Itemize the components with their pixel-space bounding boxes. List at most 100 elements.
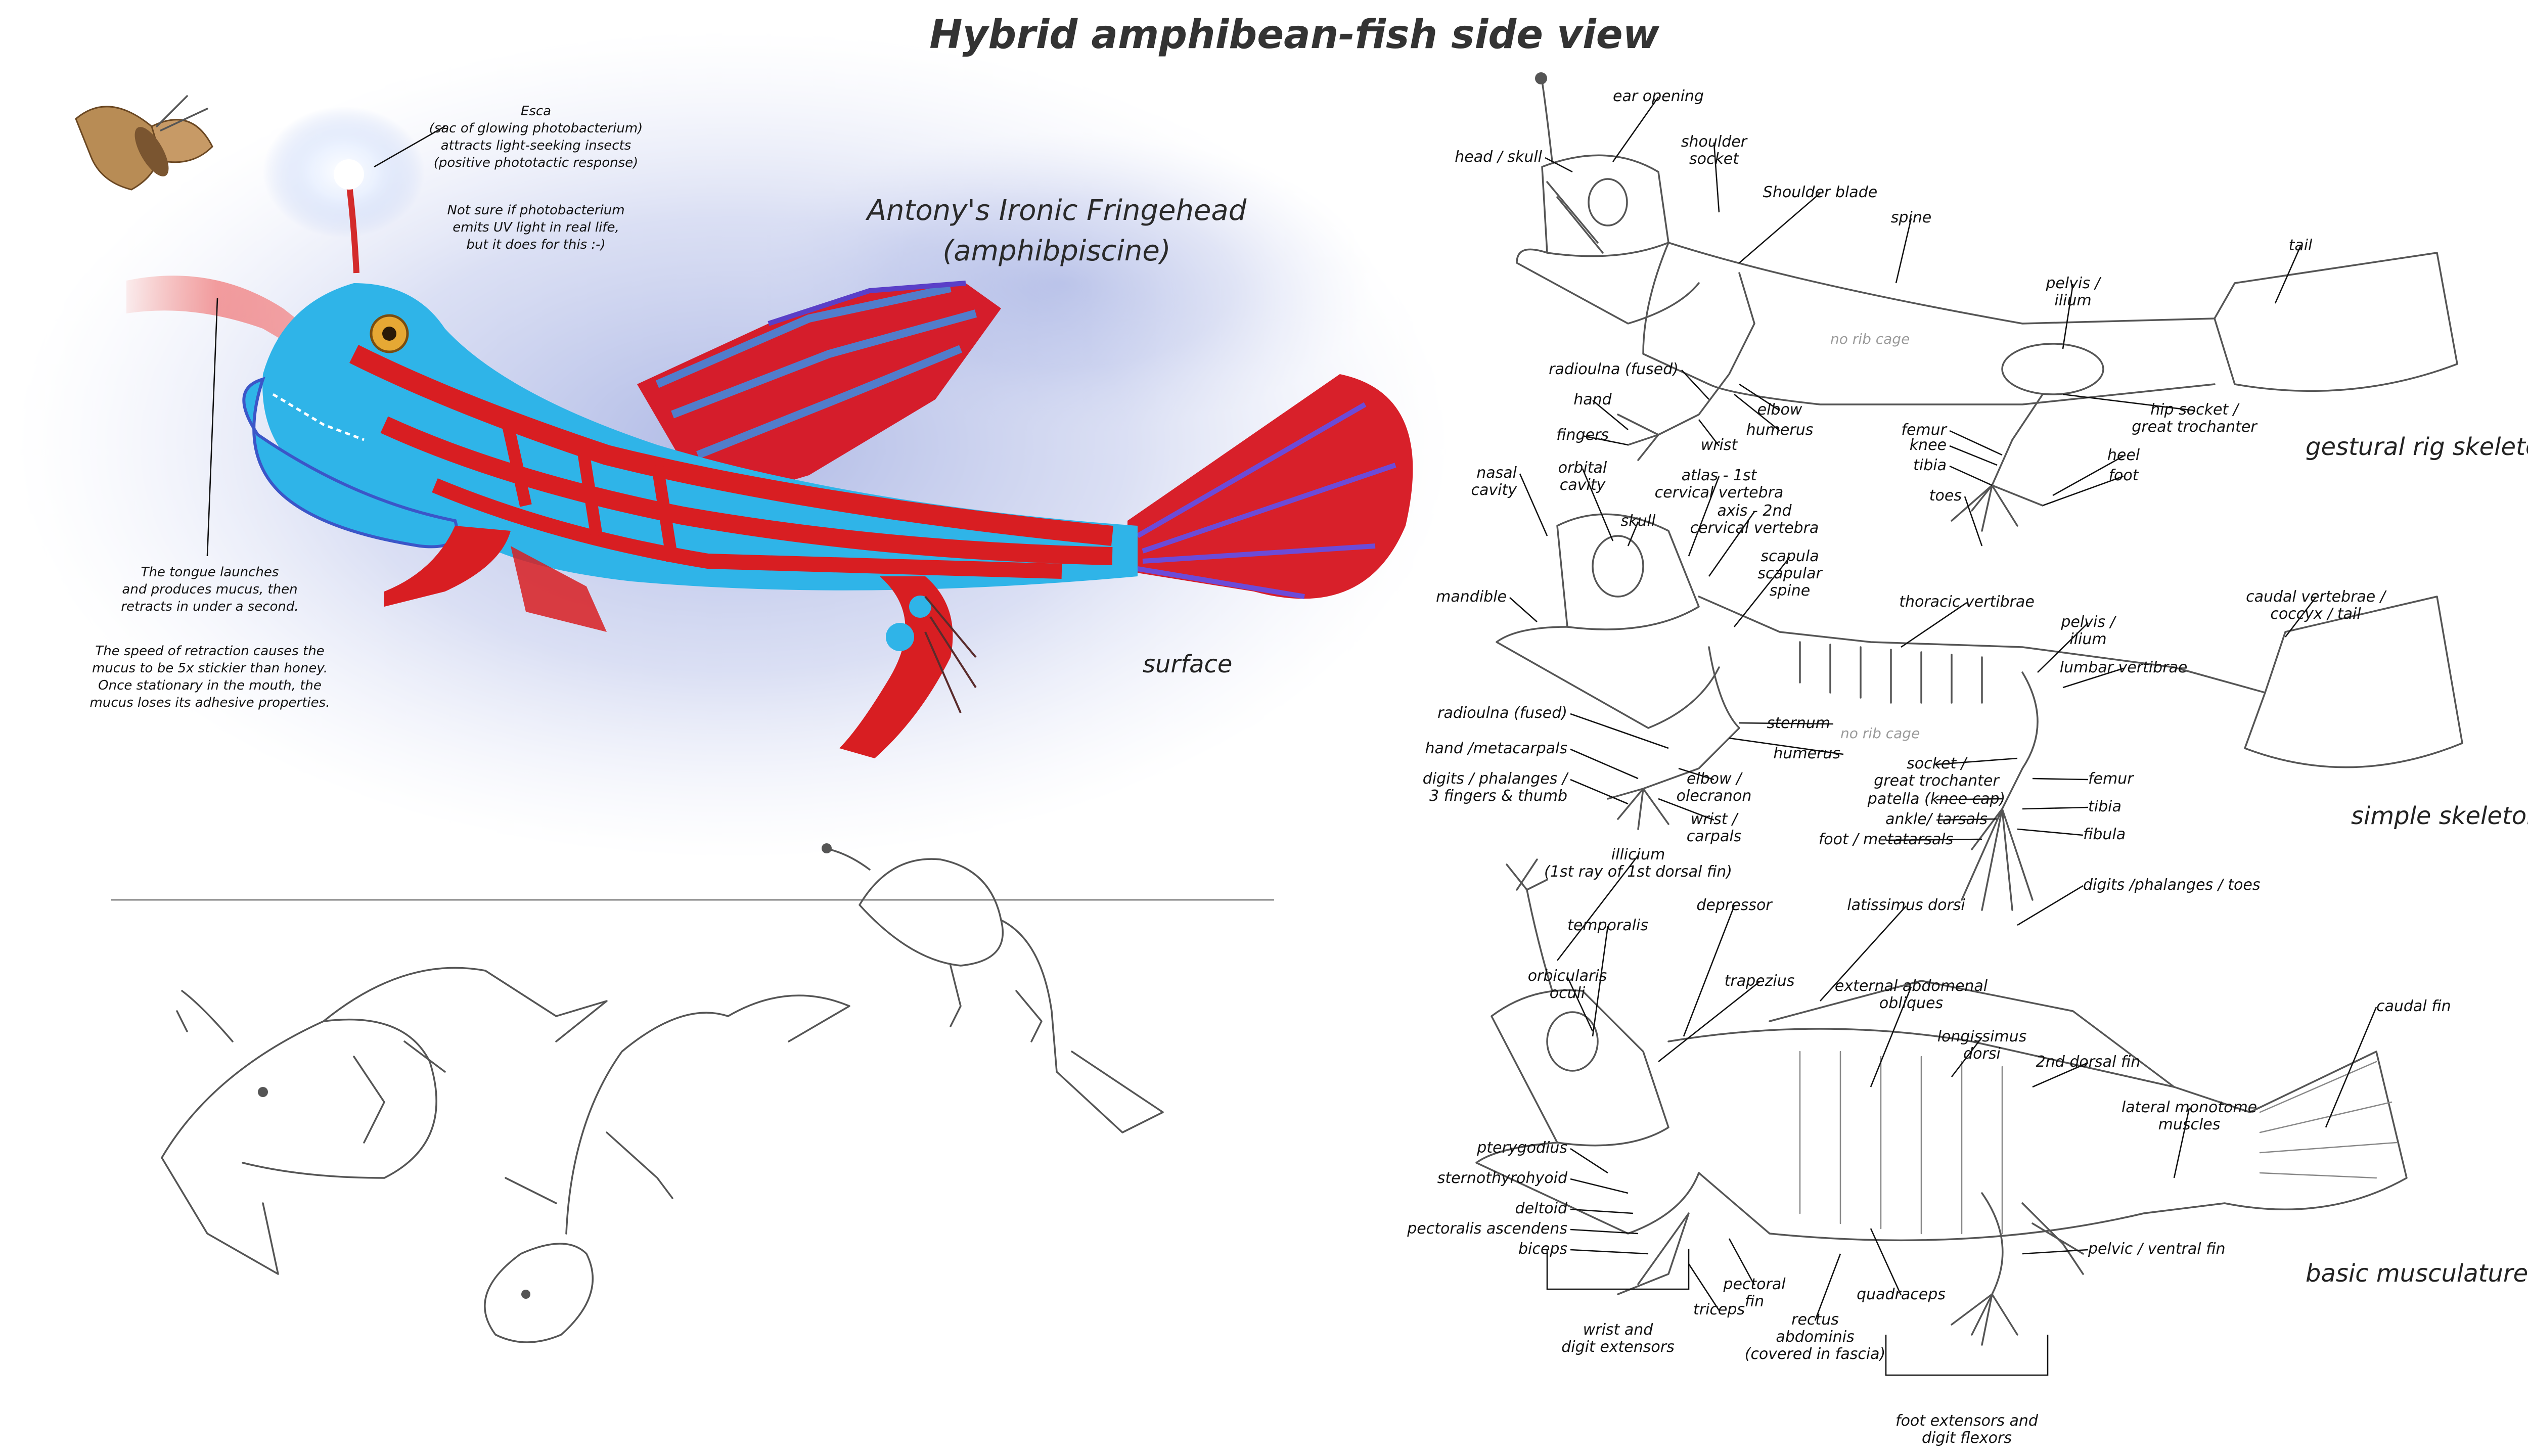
photobacterium-note: Not sure if photobacterium emits UV ligh… (447, 203, 624, 252)
tongue-note: The tongue launches and produces mucus, … (90, 565, 330, 710)
anatomy-label: digit extensors (1561, 1338, 1674, 1356)
anatomy-label: deltoid (1515, 1200, 1568, 1217)
anatomy-label: fibula (2083, 826, 2126, 843)
leader-line (1820, 905, 1907, 1002)
wrist-bracket (1546, 1249, 1690, 1290)
leader-line (1509, 597, 1538, 622)
svg-text:The speed of retraction causes: The speed of retraction causes the (95, 644, 324, 659)
anatomy-label: illicium (1611, 846, 1665, 863)
anatomy-label: wrist (1701, 436, 1738, 454)
svg-text:Not sure if photobacterium: Not sure if photobacterium (447, 203, 624, 218)
anatomy-label: toes (1929, 487, 1962, 505)
caudal-fin (1127, 374, 1413, 599)
anatomy-label: tail (2289, 237, 2313, 254)
anatomy-label: 2nd dorsal fin (2036, 1053, 2141, 1071)
leader-line (1739, 722, 1834, 725)
anatomy-label: triceps (1693, 1301, 1745, 1318)
leader-line (2032, 778, 2089, 781)
leader-line (1728, 1238, 1755, 1286)
anatomy-label: trapezius (1725, 972, 1795, 990)
simple-no-rib-cage: no rib cage (1840, 725, 1920, 742)
anatomy-label: cavity (1560, 476, 1606, 494)
leader-line (1729, 737, 1844, 755)
leader-line (1556, 855, 1639, 961)
leader-line (1570, 1148, 1608, 1174)
anatomy-label: socket / (1907, 755, 1968, 772)
anatomy-label: great trochanter (1874, 772, 2000, 790)
anatomy-label: caudal fin (2376, 997, 2451, 1015)
anatomy-label: great trochanter (2132, 418, 2258, 436)
leader-line (2325, 1007, 2377, 1128)
gestural-skeleton-drawing (1516, 72, 2458, 532)
anatomy-label: pectoralis ascendens (1407, 1220, 1567, 1238)
svg-text:retracts in under a second.: retracts in under a second. (121, 599, 298, 614)
anatomy-label: fin (1745, 1293, 1764, 1310)
anatomy-label: cavity (1471, 481, 1518, 499)
anatomy-label: scapula (1760, 548, 1819, 565)
svg-text:The tongue launches: The tongue launches (141, 565, 279, 580)
sketch-pose-1 (161, 967, 608, 1275)
anatomy-label: axis - 2nd (1717, 502, 1792, 520)
leader-line (1627, 521, 1639, 547)
leader-line (1612, 97, 1659, 162)
svg-text:Esca: Esca (521, 104, 551, 119)
section-simple: simple skeleton (2351, 802, 2528, 830)
leader-line (1582, 435, 1629, 446)
esca (334, 159, 364, 190)
leader-line (1570, 1208, 1634, 1214)
anatomy-label: longissimus (1937, 1028, 2027, 1045)
leader-line (2022, 1249, 2089, 1255)
leader-line (1681, 370, 1709, 400)
leader-line (1901, 602, 1967, 648)
section-muscle: basic musculature (2306, 1259, 2528, 1288)
esca-leader (374, 125, 445, 168)
muscle-labels: illicium(1st ray of 1st dorsal fin)tempo… (1407, 846, 2451, 1447)
anatomy-label: humerus (1773, 745, 1840, 762)
anatomy-label: nasal (1476, 464, 1517, 482)
anatomy-label: cervical vertebra (1655, 484, 1784, 502)
leader-line (1658, 981, 1760, 1063)
svg-text:(positive phototactic response: (positive phototactic response) (434, 155, 639, 170)
anatomy-label: rectus (1791, 1311, 1839, 1329)
anatomy-label: elbow (1757, 401, 1802, 419)
sketch-pose-2 (484, 994, 850, 1343)
anatomy-label: foot (2108, 467, 2139, 484)
leader-line (1949, 445, 1998, 466)
anatomy-label: elbow / (1687, 770, 1743, 788)
leader-line (1582, 468, 1614, 541)
dorsal-fin (637, 283, 1001, 506)
anatomy-label: Shoulder blade (1763, 184, 1877, 201)
leader-line (1566, 976, 1594, 1032)
svg-text:mucus loses its adhesive prope: mucus loses its adhesive properties. (90, 695, 330, 710)
anatomy-label: wrist and (1583, 1321, 1654, 1339)
anatomy-label: ear opening (1613, 87, 1704, 105)
anatomy-label: shoulder (1681, 133, 1748, 151)
anatomy-label: lumbar vertibrae (2060, 659, 2188, 676)
anatomy-label: radioulna (fused) (1437, 704, 1567, 722)
moth-icon (75, 95, 213, 191)
anatomy-label: pelvis / (2060, 613, 2116, 631)
leader-line (1734, 393, 1780, 432)
anatomy-label: ankle/ tarsals (1885, 810, 1988, 828)
leader-line (1739, 383, 1780, 412)
anatomy-label: radioulna (fused) (1549, 360, 1679, 378)
sketch-pose-3 (822, 843, 1164, 1133)
tongue-leader (206, 298, 218, 557)
creature-name: Antony's Ironic Fringehead (866, 194, 1247, 227)
anatomy-label: foot / metatarsals (1819, 831, 1954, 848)
color-illustration (15, 30, 1451, 859)
anatomy-label: abdominis (1776, 1328, 1854, 1346)
surface-label: surface (1143, 650, 1232, 678)
anatomy-label: lateral monotome (2121, 1099, 2257, 1116)
leader-line (1698, 419, 1720, 446)
anatomy-label: femur (2088, 770, 2134, 788)
pose-sketches (111, 843, 1274, 1343)
leader-line (1885, 838, 1982, 841)
anatomy-label: obliques (1879, 994, 1943, 1012)
anatomy-label: pelvis / (2045, 275, 2101, 292)
leader-line (1708, 511, 1755, 577)
leader-line (1688, 1263, 1720, 1311)
anatomy-label: digits /phalanges / toes (2083, 876, 2260, 894)
anatomy-label: ilium (2054, 292, 2091, 309)
anatomy-label: carpals (1687, 828, 1742, 845)
